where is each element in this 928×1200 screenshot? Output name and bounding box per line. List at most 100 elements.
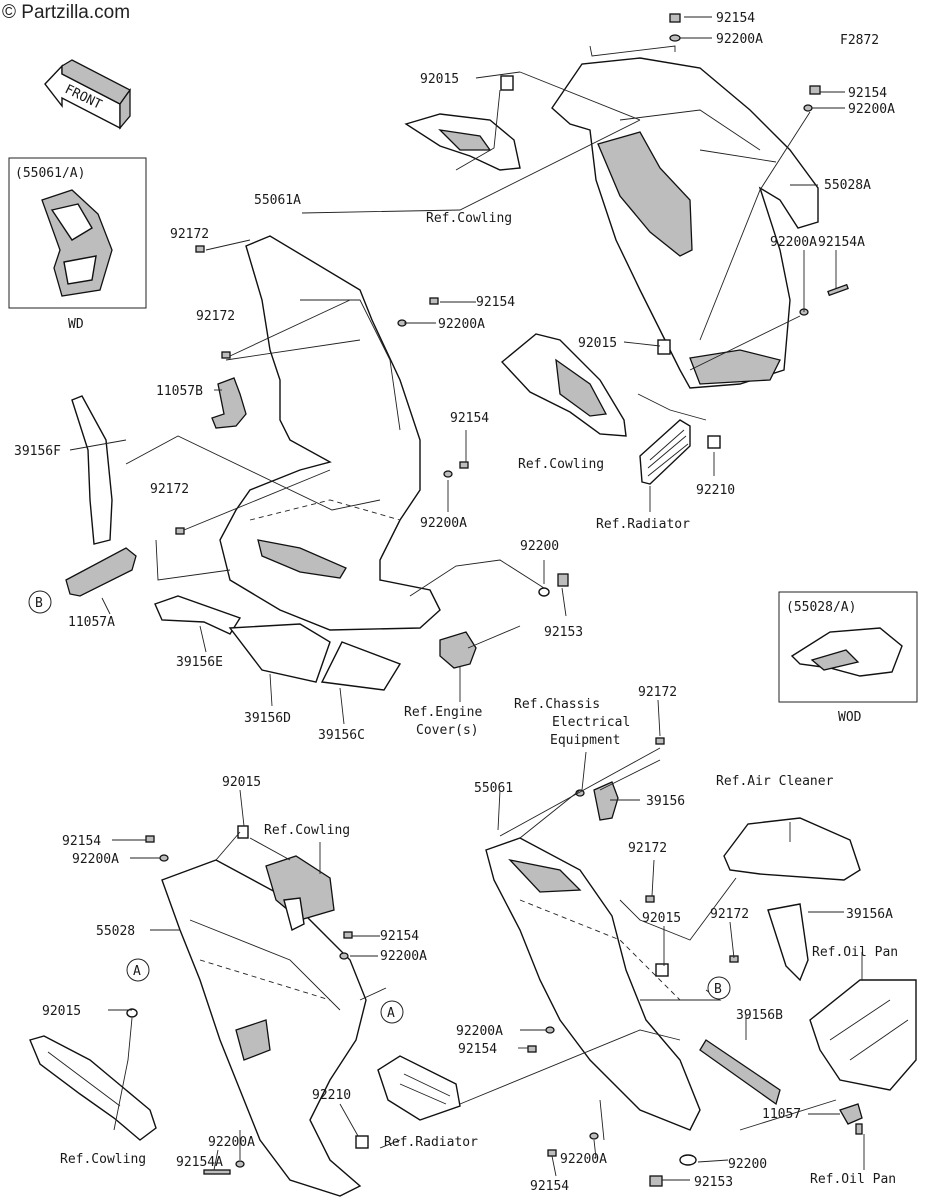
label-92200A[interactable]: 92200A bbox=[208, 1135, 255, 1150]
svg-text:A: A bbox=[133, 964, 141, 979]
label-92154[interactable]: 92154 bbox=[848, 86, 887, 101]
ref-cowling-label[interactable]: Ref.Cowling bbox=[264, 823, 350, 838]
label-55028[interactable]: 55028 bbox=[96, 924, 135, 939]
label-11057A[interactable]: 11057A bbox=[68, 615, 115, 630]
callout-a-lower: A bbox=[380, 1000, 404, 1024]
ref-radiator-label[interactable]: Ref.Radiator bbox=[596, 517, 690, 532]
label-39156C[interactable]: 39156C bbox=[318, 728, 365, 743]
label-11057B[interactable]: 11057B bbox=[156, 384, 203, 399]
label-39156D[interactable]: 39156D bbox=[244, 711, 291, 726]
label-92015[interactable]: 92015 bbox=[222, 775, 261, 790]
part-55061A-inner-cowl[interactable] bbox=[219, 235, 441, 631]
label-92153[interactable]: 92153 bbox=[544, 625, 583, 640]
inset-wd: (55061/A) WD bbox=[8, 157, 147, 332]
label-92200A[interactable]: 92200A bbox=[420, 516, 467, 531]
label-92200A[interactable]: 92200A bbox=[560, 1152, 607, 1167]
label-55028A[interactable]: 55028A bbox=[824, 178, 871, 193]
inset-wod-caption: WOD bbox=[838, 710, 862, 725]
part-39156B-pad[interactable] bbox=[699, 1039, 781, 1106]
part-55028-lower-cowl[interactable] bbox=[161, 859, 367, 1197]
svg-text:B: B bbox=[35, 596, 43, 611]
label-92154[interactable]: 92154 bbox=[716, 11, 755, 26]
ref-engine-cover-label-2[interactable]: Cover(s) bbox=[416, 723, 479, 738]
label-92172[interactable]: 92172 bbox=[196, 309, 235, 324]
label-92172[interactable]: 92172 bbox=[638, 685, 677, 700]
label-92200A[interactable]: 92200A bbox=[716, 32, 763, 47]
label-92200A[interactable]: 92200A bbox=[456, 1024, 503, 1039]
label-92015[interactable]: 92015 bbox=[578, 336, 617, 351]
ref-cowling-label[interactable]: Ref.Cowling bbox=[426, 211, 512, 226]
label-92015[interactable]: 92015 bbox=[420, 72, 459, 87]
label-92154A[interactable]: 92154A bbox=[818, 235, 865, 250]
inset-wd-caption: WD bbox=[68, 317, 84, 332]
ref-oil-pan-label[interactable]: Ref.Oil Pan bbox=[810, 1172, 896, 1187]
label-92172[interactable]: 92172 bbox=[710, 907, 749, 922]
label-55061A[interactable]: 55061A bbox=[254, 193, 301, 208]
label-39156B[interactable]: 39156B bbox=[736, 1008, 783, 1023]
label-92172[interactable]: 92172 bbox=[150, 482, 189, 497]
ref-cowling-label[interactable]: Ref.Cowling bbox=[60, 1152, 146, 1167]
part-39156E-pad[interactable] bbox=[154, 595, 242, 635]
label-92154[interactable]: 92154 bbox=[380, 929, 419, 944]
label-92200[interactable]: 92200 bbox=[728, 1157, 767, 1172]
ref-air-cleaner-label[interactable]: Ref.Air Cleaner bbox=[716, 774, 834, 789]
label-92200A[interactable]: 92200A bbox=[72, 852, 119, 867]
svg-text:A: A bbox=[387, 1006, 395, 1021]
ref-chassis-electrical-label[interactable]: Ref.Chassis bbox=[514, 697, 600, 712]
label-92200[interactable]: 92200 bbox=[520, 539, 559, 554]
svg-text:B: B bbox=[714, 982, 722, 997]
inset-wod: (55028/A) WOD bbox=[778, 591, 918, 725]
label-92210[interactable]: 92210 bbox=[312, 1088, 351, 1103]
label-11057[interactable]: 11057 bbox=[762, 1107, 801, 1122]
ref-cowling-piece-top bbox=[404, 113, 521, 171]
label-92154[interactable]: 92154 bbox=[476, 295, 515, 310]
part-11057-clamp[interactable] bbox=[839, 1103, 863, 1125]
label-92172[interactable]: 92172 bbox=[628, 841, 667, 856]
label-92210[interactable]: 92210 bbox=[696, 483, 735, 498]
callout-b-left: B bbox=[28, 590, 52, 614]
part-39156-small-pad[interactable] bbox=[593, 781, 619, 821]
ref-chassis-electrical-label-2: Electrical bbox=[552, 715, 630, 730]
ref-cowling-label[interactable]: Ref.Cowling bbox=[518, 457, 604, 472]
label-92200A[interactable]: 92200A bbox=[438, 317, 485, 332]
part-39156F-strip[interactable] bbox=[71, 395, 113, 545]
part-39156D-pad[interactable] bbox=[228, 623, 331, 683]
label-92154[interactable]: 92154 bbox=[530, 1179, 569, 1194]
ref-chassis-electrical-label-3: Equipment bbox=[550, 733, 620, 748]
part-55061-inner-cowl[interactable] bbox=[485, 837, 701, 1131]
ref-cowling-piece-middle bbox=[500, 333, 627, 437]
callout-b-right: B bbox=[707, 976, 731, 1000]
label-92200A[interactable]: 92200A bbox=[380, 949, 427, 964]
label-92172[interactable]: 92172 bbox=[170, 227, 209, 242]
label-92154A[interactable]: 92154A bbox=[176, 1155, 223, 1170]
part-11057B-bracket[interactable] bbox=[211, 377, 247, 429]
ref-oil-pan-label[interactable]: Ref.Oil Pan bbox=[812, 945, 898, 960]
part-11057A-bracket[interactable] bbox=[65, 547, 137, 597]
ref-cowling-piece-lower-left bbox=[265, 855, 335, 932]
label-39156E[interactable]: 39156E bbox=[176, 655, 223, 670]
label-92153[interactable]: 92153 bbox=[694, 1175, 733, 1190]
label-92154[interactable]: 92154 bbox=[458, 1042, 497, 1057]
label-92154[interactable]: 92154 bbox=[62, 834, 101, 849]
figure-code: F2872 bbox=[840, 33, 879, 48]
ref-engine-cover-label[interactable]: Ref.Engine bbox=[404, 705, 482, 720]
part-39156C-pad[interactable] bbox=[320, 641, 402, 691]
label-92200A[interactable]: 92200A bbox=[848, 102, 895, 117]
ref-oil-pan bbox=[809, 979, 917, 1091]
label-92015[interactable]: 92015 bbox=[642, 911, 681, 926]
inset-wod-title: (55028/A) bbox=[786, 600, 856, 615]
label-39156[interactable]: 39156 bbox=[646, 794, 685, 809]
part-39156A-pad[interactable] bbox=[767, 903, 809, 982]
inset-wd-title: (55061/A) bbox=[15, 166, 85, 181]
label-92015[interactable]: 92015 bbox=[42, 1004, 81, 1019]
ref-radiator-label[interactable]: Ref.Radiator bbox=[384, 1135, 478, 1150]
label-55061[interactable]: 55061 bbox=[474, 781, 513, 796]
ref-air-cleaner bbox=[723, 817, 861, 881]
label-39156A[interactable]: 39156A bbox=[846, 907, 893, 922]
label-92154[interactable]: 92154 bbox=[450, 411, 489, 426]
ref-cowling-piece-far-left bbox=[29, 1035, 157, 1141]
label-39156F[interactable]: 39156F bbox=[14, 444, 61, 459]
label-92200A[interactable]: 92200A bbox=[770, 235, 817, 250]
ref-engine-cover-bracket bbox=[439, 631, 477, 669]
